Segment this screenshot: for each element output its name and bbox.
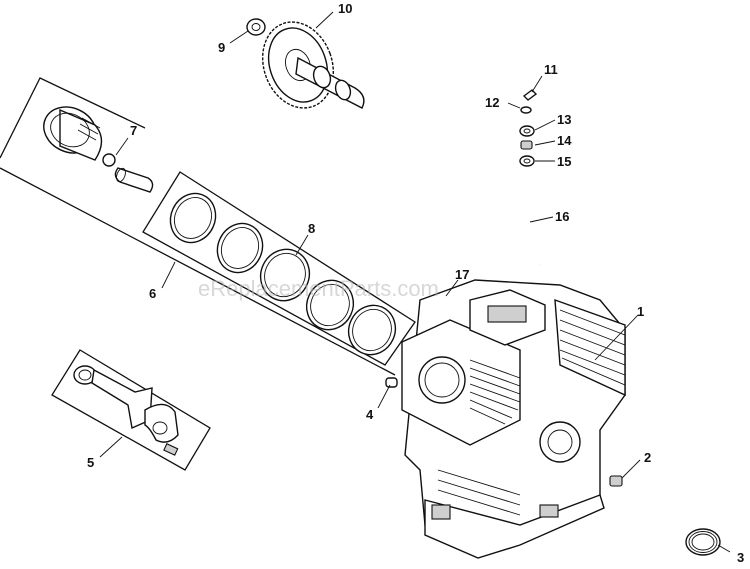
connecting-rod-part[interactable] <box>73 365 179 456</box>
callout-8: 8 <box>308 221 315 236</box>
crankcase-part[interactable] <box>401 279 626 559</box>
callout-17: 17 <box>455 267 469 282</box>
oil-seal-part[interactable] <box>685 528 721 556</box>
callout-1: 1 <box>637 304 644 319</box>
callout-5: 5 <box>87 455 94 470</box>
piston-pin-part[interactable] <box>102 153 154 193</box>
callout-10: 10 <box>338 1 352 16</box>
callout-9: 9 <box>218 40 225 55</box>
piston-rings-part[interactable] <box>162 186 403 362</box>
callout-6: 6 <box>149 286 156 301</box>
group-box-connecting-rod <box>51 349 211 471</box>
callout-4: 4 <box>366 407 374 422</box>
camshaft-gear-part[interactable] <box>251 12 365 118</box>
group-box-piston-rings <box>0 77 396 376</box>
dipstick-tube-part[interactable] <box>521 185 541 266</box>
thrust-washer-part[interactable] <box>246 18 266 36</box>
callout-14: 14 <box>557 133 572 148</box>
group-box-ring-set <box>142 171 416 366</box>
callout-11: 11 <box>544 62 558 77</box>
callout-15: 15 <box>557 154 571 169</box>
drain-plug-part[interactable] <box>609 475 623 487</box>
callout-12: 12 <box>485 95 499 110</box>
callout-13: 13 <box>557 112 571 127</box>
callout-3: 3 <box>737 550 744 565</box>
callout-labels: 1 2 3 4 5 6 7 8 9 10 11 12 13 14 15 16 1… <box>87 1 744 565</box>
leader-lines <box>99 11 731 553</box>
small-fasteners-part[interactable] <box>519 89 538 167</box>
watermark-text: eReplacementParts.com <box>198 276 439 301</box>
callout-2: 2 <box>644 450 651 465</box>
callout-7: 7 <box>130 123 137 138</box>
piston-part[interactable] <box>36 99 104 162</box>
callout-16: 16 <box>555 209 569 224</box>
